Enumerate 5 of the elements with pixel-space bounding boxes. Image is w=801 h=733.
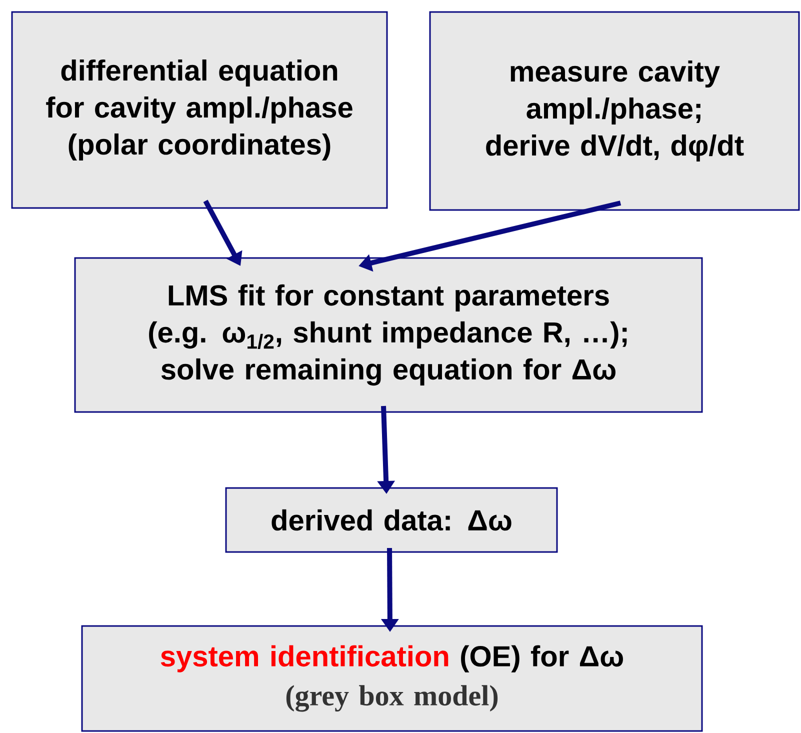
process-box: measure cavity ampl./phase; derive dV/dt, dφ/dt xyxy=(429,11,800,211)
process-box: differential equation for cavity ampl./phase (polar coordinates) xyxy=(11,11,388,209)
process-box: system identification (OE) for Δω (grey box model) xyxy=(81,625,703,732)
process-box: LMS fit for constant parameters (e.g. ω$_{1/2}$, shunt impedance R, …); solve remaining equation for Δω xyxy=(74,257,703,413)
process-box: derived data: Δω xyxy=(225,487,558,553)
